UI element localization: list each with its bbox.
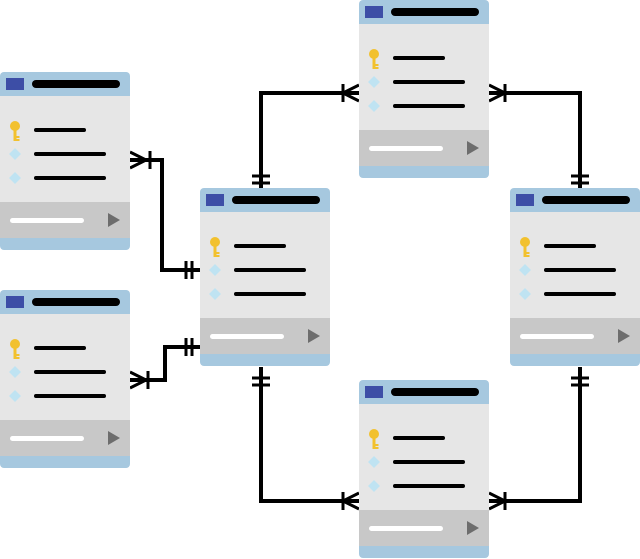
diamond-icon: [9, 366, 21, 378]
diamond-icon: [368, 456, 380, 468]
crow-foot-bottom-left: [342, 491, 360, 511]
crow-foot-bottom-right: [488, 491, 506, 511]
diamond-icon: [9, 148, 21, 160]
footer-bar: [210, 334, 284, 339]
field-line: [393, 104, 465, 108]
footer-bar: [369, 146, 443, 151]
table-square-icon: [6, 296, 24, 308]
connector-top-right: [489, 91, 582, 188]
play-icon: [108, 431, 120, 445]
play-icon: [108, 213, 120, 227]
diamond-icon: [9, 172, 21, 184]
crow-foot-left-bottom: [129, 370, 147, 390]
diamond-icon: [519, 264, 531, 276]
table-left-bottom: [0, 290, 130, 468]
diamond-icon: [9, 390, 21, 402]
field-line: [234, 292, 306, 296]
table-left-top: [0, 72, 130, 250]
field-line: [34, 152, 106, 156]
play-icon: [467, 521, 479, 535]
key-icon: [10, 339, 20, 359]
field-line: [393, 80, 465, 84]
table-square-icon: [6, 78, 24, 90]
connectors: [129, 83, 589, 511]
table-title-bar: [32, 80, 120, 88]
diamond-icon: [209, 264, 221, 276]
field-line: [393, 484, 465, 488]
table-title-bar: [542, 196, 630, 204]
connector-center-top: [259, 91, 359, 188]
table-right: [510, 188, 640, 366]
table-title-bar: [391, 8, 479, 16]
footer-bar: [10, 218, 84, 223]
key-icon: [369, 49, 379, 69]
field-line: [234, 244, 286, 248]
key-icon: [210, 237, 220, 257]
field-line: [544, 244, 596, 248]
play-icon: [308, 329, 320, 343]
table-square-icon: [206, 194, 224, 206]
crow-foot-left-top: [129, 150, 147, 170]
field-line: [393, 460, 465, 464]
field-line: [34, 128, 86, 132]
key-icon: [520, 237, 530, 257]
diamond-icon: [368, 480, 380, 492]
connector-right-bottom: [489, 367, 582, 503]
field-line: [393, 56, 445, 60]
diamond-icon: [368, 76, 380, 88]
field-line: [544, 268, 616, 272]
diamond-icon: [209, 288, 221, 300]
table-bottom: [359, 380, 489, 558]
field-line: [34, 370, 106, 374]
table-square-icon: [365, 386, 383, 398]
field-line: [234, 268, 306, 272]
key-icon: [10, 121, 20, 141]
field-line: [34, 176, 106, 180]
table-square-icon: [516, 194, 534, 206]
table-title-bar: [32, 298, 120, 306]
connector-left-top-center: [130, 158, 200, 272]
connector-center-bottom: [259, 367, 359, 503]
diamond-icon: [368, 100, 380, 112]
table-title-bar: [232, 196, 320, 204]
crow-foot-top-right: [488, 83, 506, 103]
field-line: [34, 346, 86, 350]
key-icon: [369, 429, 379, 449]
table-center: [200, 188, 330, 366]
field-line: [393, 436, 445, 440]
table-square-icon: [365, 6, 383, 18]
connector-left-bottom-center: [130, 345, 200, 382]
field-line: [544, 292, 616, 296]
play-icon: [618, 329, 630, 343]
footer-bar: [10, 436, 84, 441]
table-title-bar: [391, 388, 479, 396]
crow-foot-top-left: [342, 83, 360, 103]
field-line: [34, 394, 106, 398]
footer-bar: [369, 526, 443, 531]
diamond-icon: [519, 288, 531, 300]
footer-bar: [520, 334, 594, 339]
table-top: [359, 0, 489, 178]
play-icon: [467, 141, 479, 155]
